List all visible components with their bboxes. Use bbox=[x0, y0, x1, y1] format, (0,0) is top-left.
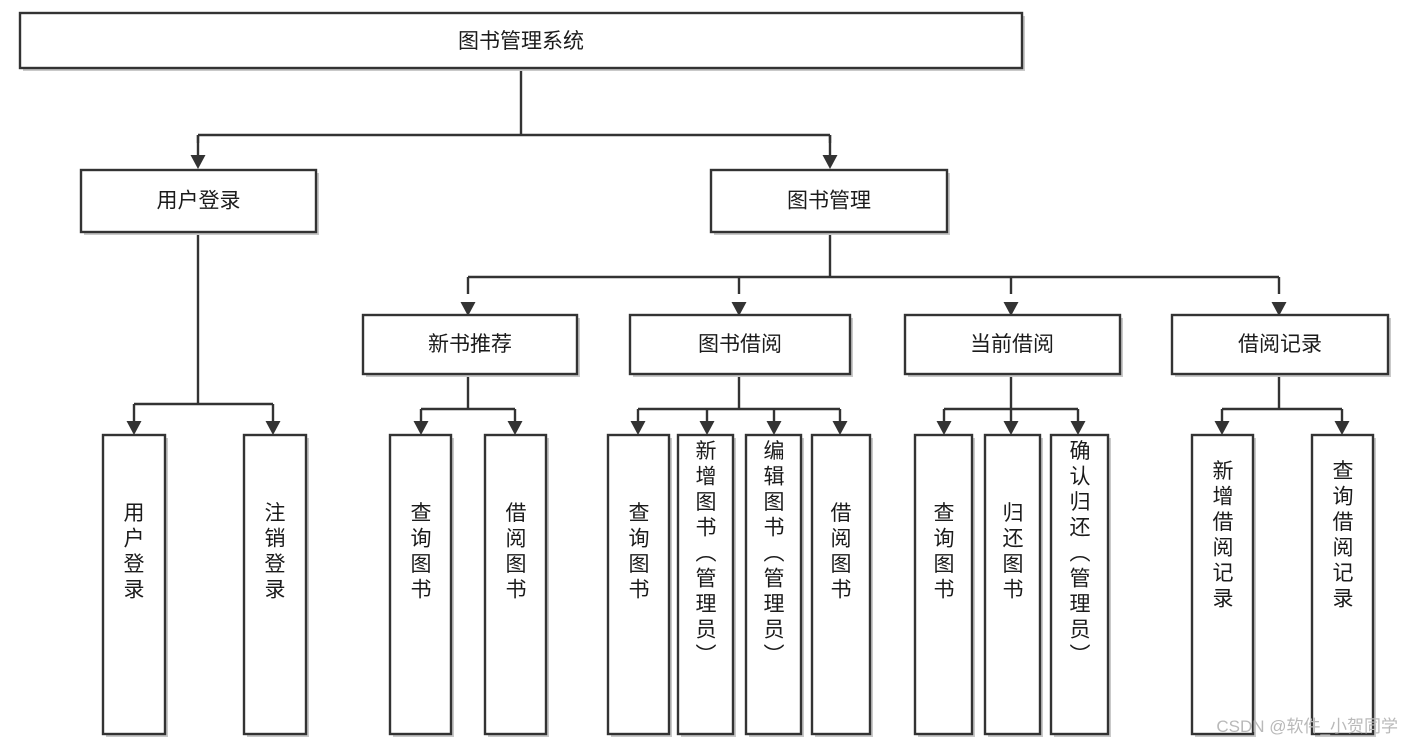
node-leaf-borrow-books-2-label: 借阅图书 bbox=[831, 502, 852, 602]
node-current-borrow-box[interactable] bbox=[903, 313, 1122, 376]
node-root[interactable]: 图书管理系统 bbox=[18, 11, 1025, 71]
node-leaf-borrow-books-1[interactable]: 借阅图书 bbox=[483, 433, 549, 737]
node-leaf-borrow-books-1-label: 借阅图书 bbox=[506, 502, 527, 602]
node-leaf-add-book[interactable]: 新增图书︵管理员︶ bbox=[676, 433, 736, 737]
node-current-borrow-label: 当前借阅 bbox=[970, 333, 1054, 356]
arrow-icon-root-to-book-management bbox=[822, 155, 838, 169]
arrow-icon-leaf-logout-login bbox=[265, 421, 281, 435]
node-leaf-logout-login-box[interactable] bbox=[242, 433, 308, 736]
node-leaf-confirm-return-box[interactable] bbox=[1049, 433, 1110, 736]
node-book-borrow[interactable]: 图书借阅 bbox=[628, 313, 853, 377]
node-leaf-borrow-books-2[interactable]: 借阅图书 bbox=[810, 433, 873, 737]
arrow-icon-leaf-query-books-1 bbox=[413, 421, 429, 435]
node-leaf-query-books-3-box[interactable] bbox=[913, 433, 974, 736]
node-leaf-user-login-label: 用户登录 bbox=[124, 502, 145, 602]
node-leaf-query-books-3-label: 查询图书 bbox=[934, 502, 955, 602]
arrow-icon-leaf-query-books-3 bbox=[936, 421, 952, 435]
arrow-icon-leaf-borrow-books-2 bbox=[832, 421, 848, 435]
node-leaf-return-book-label: 归还图书 bbox=[1003, 502, 1024, 602]
node-leaf-query-books-1-label: 查询图书 bbox=[411, 502, 432, 602]
arrow-icon-leaf-confirm-return bbox=[1070, 421, 1086, 435]
arrow-icon-leaf-borrow-books-1 bbox=[507, 421, 523, 435]
arrow-icon-leaf-query-record bbox=[1334, 421, 1350, 435]
node-leaf-user-login-box[interactable] bbox=[101, 433, 167, 736]
node-leaf-edit-book[interactable]: 编辑图书︵管理员︶ bbox=[744, 433, 804, 737]
arrow-icon-leaf-query-books-2 bbox=[630, 421, 646, 435]
node-leaf-confirm-return-label: 确认归还︵管理员︶ bbox=[1070, 440, 1091, 667]
arrow-icon-leaf-user-login bbox=[126, 421, 142, 435]
node-leaf-logout-login-label: 注销登录 bbox=[265, 502, 286, 602]
arrow-icon-leaf-add-book bbox=[699, 421, 715, 435]
node-leaf-add-record-box[interactable] bbox=[1190, 433, 1255, 736]
arrow-icon-leaf-edit-book bbox=[766, 421, 782, 435]
node-leaf-query-books-2[interactable]: 查询图书 bbox=[606, 433, 672, 737]
node-leaf-query-books-1-box[interactable] bbox=[388, 433, 453, 736]
node-book-management[interactable]: 图书管理 bbox=[709, 168, 950, 235]
node-borrow-record[interactable]: 借阅记录 bbox=[1170, 313, 1391, 377]
node-leaf-add-book-label: 新增图书︵管理员︶ bbox=[696, 440, 717, 667]
node-leaf-query-books-3[interactable]: 查询图书 bbox=[913, 433, 975, 737]
node-leaf-return-book-box[interactable] bbox=[983, 433, 1042, 736]
node-book-borrow-box[interactable] bbox=[628, 313, 852, 376]
node-leaf-add-book-box[interactable] bbox=[676, 433, 735, 736]
node-book-management-label: 图书管理 bbox=[787, 190, 871, 213]
node-borrow-record-box[interactable] bbox=[1170, 313, 1390, 376]
arrow-icon-leaf-return-book bbox=[1003, 421, 1019, 435]
node-new-book-recommend-box[interactable] bbox=[361, 313, 579, 376]
node-user-login-box[interactable] bbox=[79, 168, 318, 234]
node-current-borrow[interactable]: 当前借阅 bbox=[903, 313, 1123, 377]
node-leaf-borrow-books-1-box[interactable] bbox=[483, 433, 548, 736]
node-leaf-return-book[interactable]: 归还图书 bbox=[983, 433, 1043, 737]
node-root-box[interactable] bbox=[18, 11, 1024, 70]
node-leaf-query-record-box[interactable] bbox=[1310, 433, 1375, 736]
node-leaf-query-books-2-label: 查询图书 bbox=[629, 502, 650, 602]
node-leaf-query-record[interactable]: 查询借阅记录 bbox=[1310, 433, 1376, 737]
arrow-icon-leaf-add-record bbox=[1214, 421, 1230, 435]
node-leaf-edit-book-label: 编辑图书︵管理员︶ bbox=[764, 440, 785, 667]
node-book-borrow-label: 图书借阅 bbox=[698, 333, 782, 356]
watermark-text: CSDN @软件_小贺同学 bbox=[1216, 717, 1398, 736]
node-leaf-borrow-books-2-box[interactable] bbox=[810, 433, 872, 736]
node-user-login-label: 用户登录 bbox=[157, 190, 241, 213]
node-leaf-add-record-label: 新增借阅记录 bbox=[1213, 460, 1234, 611]
node-borrow-record-label: 借阅记录 bbox=[1238, 333, 1322, 356]
node-leaf-edit-book-box[interactable] bbox=[744, 433, 803, 736]
node-leaf-confirm-return[interactable]: 确认归还︵管理员︶ bbox=[1049, 433, 1111, 737]
node-leaf-add-record[interactable]: 新增借阅记录 bbox=[1190, 433, 1256, 737]
node-new-book-recommend-label: 新书推荐 bbox=[428, 333, 512, 356]
node-leaf-user-login[interactable]: 用户登录 bbox=[101, 433, 168, 737]
node-new-book-recommend[interactable]: 新书推荐 bbox=[361, 313, 580, 377]
node-user-login[interactable]: 用户登录 bbox=[79, 168, 319, 235]
node-leaf-query-books-2-box[interactable] bbox=[606, 433, 671, 736]
connector-layer bbox=[126, 70, 1350, 435]
node-book-management-box[interactable] bbox=[709, 168, 949, 234]
node-root-label: 图书管理系统 bbox=[458, 30, 584, 53]
arrow-icon-root-to-user-login bbox=[190, 155, 206, 169]
node-leaf-query-record-label: 查询借阅记录 bbox=[1333, 460, 1354, 611]
node-leaf-logout-login[interactable]: 注销登录 bbox=[242, 433, 309, 737]
node-leaf-query-books-1[interactable]: 查询图书 bbox=[388, 433, 454, 737]
